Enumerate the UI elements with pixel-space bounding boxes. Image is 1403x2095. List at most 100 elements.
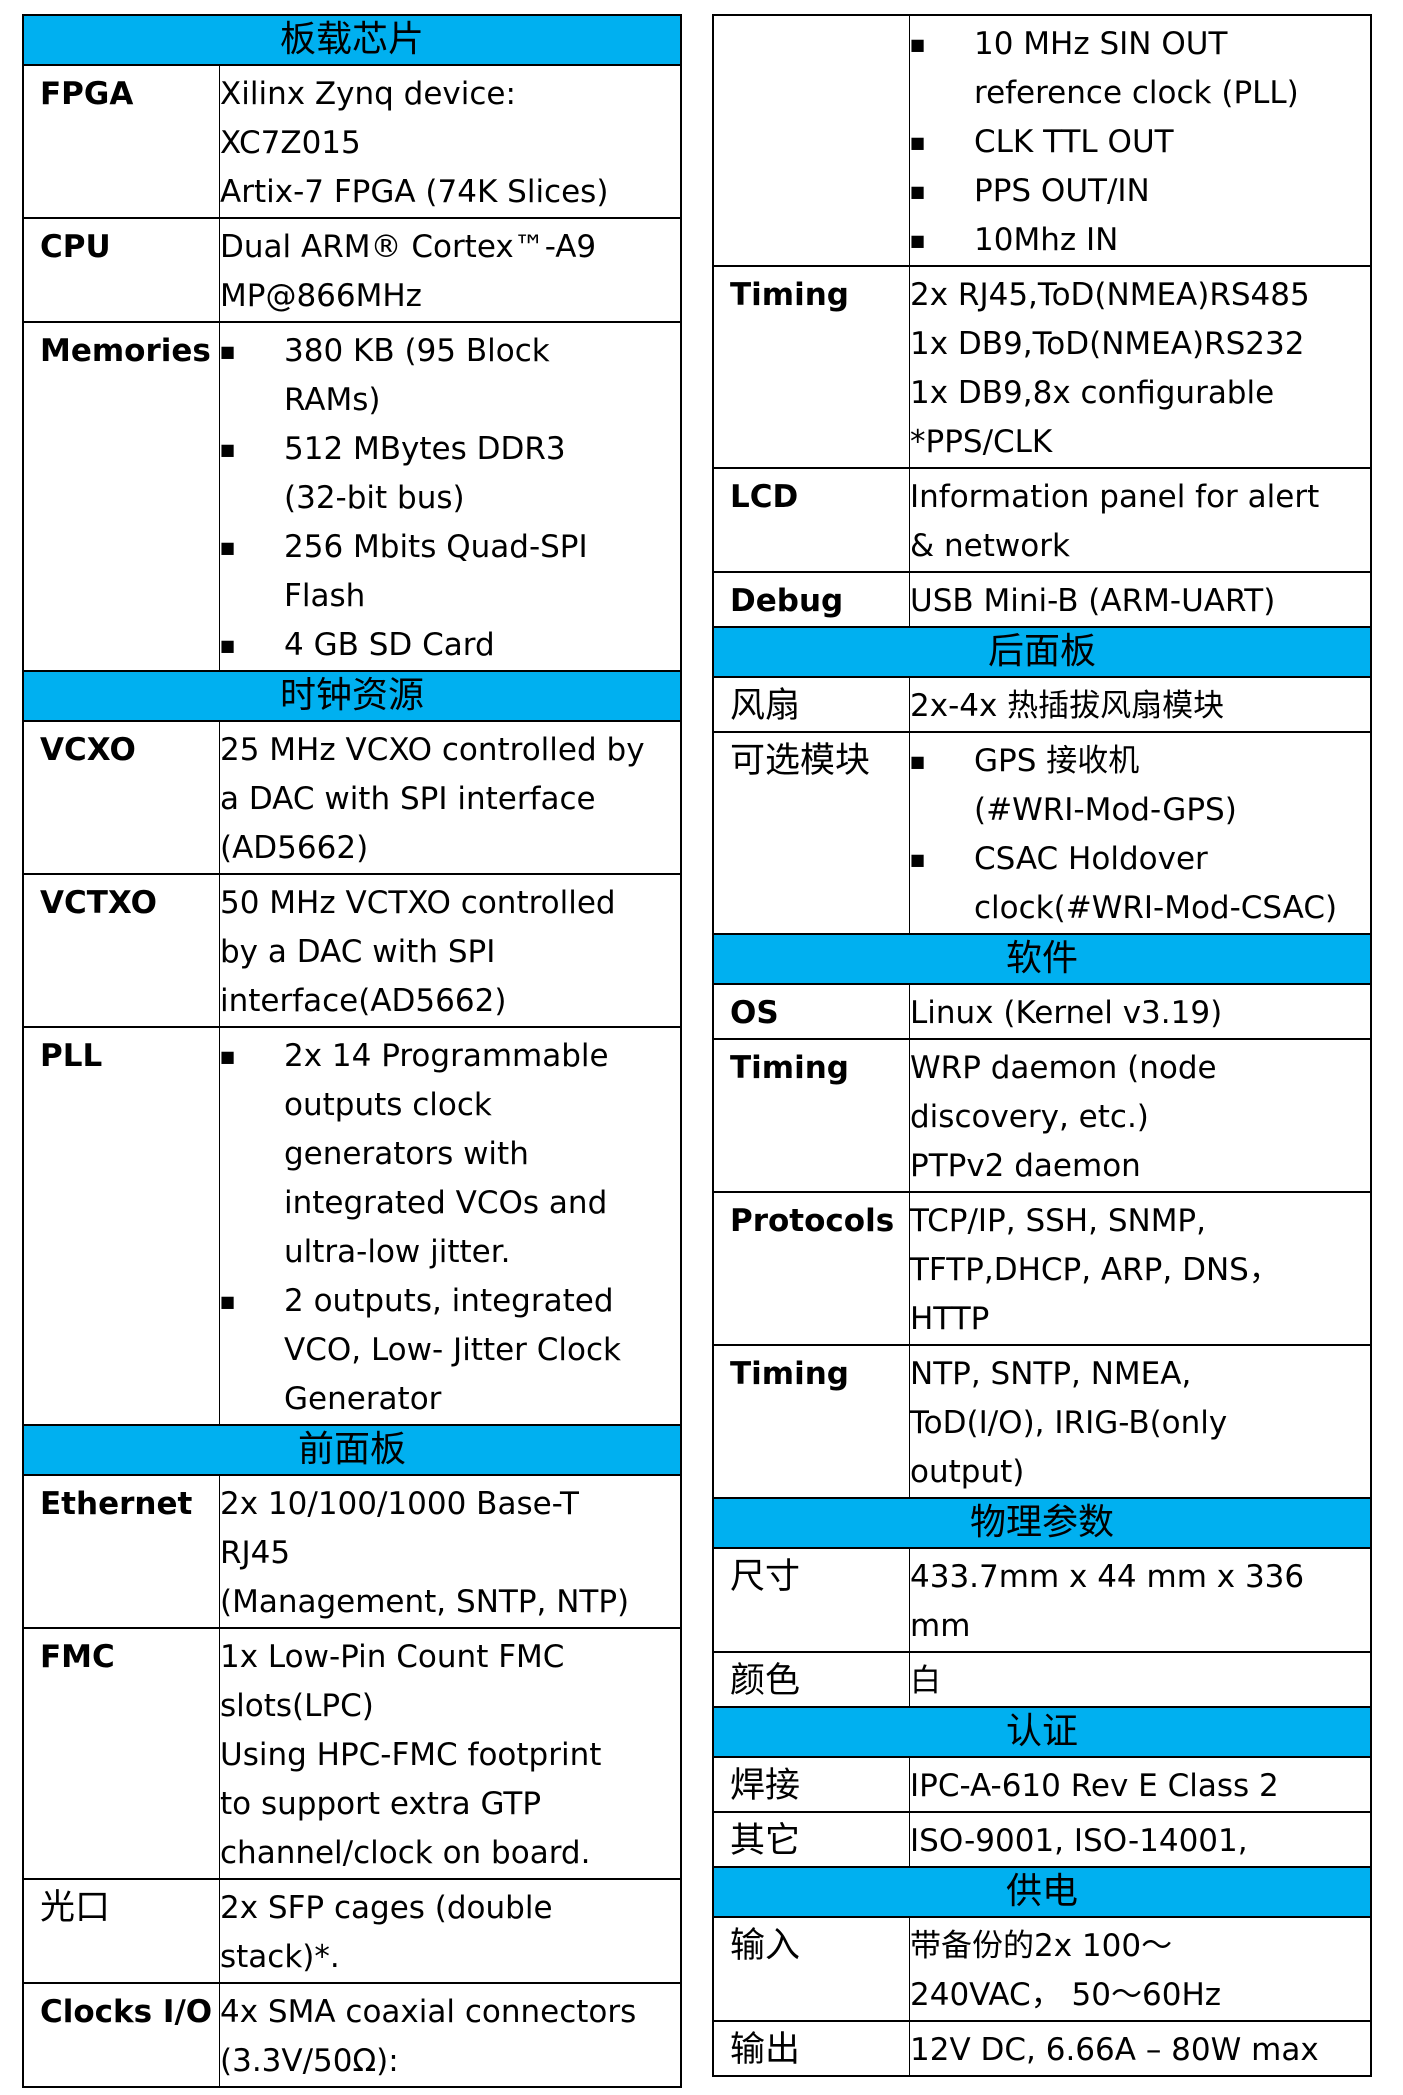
bullet-item: PPS OUT/IN bbox=[910, 167, 1364, 216]
spec-value-line: to support extra GTP bbox=[220, 1786, 542, 1822]
bullet-item: GPS 接收机 (#WRI-Mod-GPS) bbox=[910, 737, 1364, 835]
bullet-item-line: VCO, Low- Jitter Clock bbox=[284, 1332, 622, 1368]
spec-value-line: a DAC with SPI interface bbox=[220, 781, 596, 817]
spec-value-line: PTPv2 daemon bbox=[910, 1148, 1141, 1184]
spec-value-line: ToD(I/O), IRIG-B(only bbox=[910, 1405, 1228, 1441]
spec-value-line: stack)*. bbox=[220, 1939, 340, 1975]
spec-value-line: by a DAC with SPI bbox=[220, 934, 496, 970]
spec-value: 白 bbox=[910, 1653, 1370, 1706]
bullet-item: 10Mhz IN bbox=[910, 216, 1364, 265]
bullet-item-line: PPS OUT/IN bbox=[974, 173, 1150, 209]
spec-row: 可选模块GPS 接收机(#WRI-Mod-GPS)CSAC Holdovercl… bbox=[714, 733, 1370, 935]
bullet-item-line: CSAC Holdover bbox=[974, 841, 1208, 877]
spec-value-line: 1x Low-Pin Count FMC bbox=[220, 1639, 565, 1675]
section-header: 物理参数 bbox=[714, 1499, 1370, 1549]
spec-value: 433.7mm x 44 mm x 336 mm bbox=[910, 1549, 1370, 1651]
bullet-item-line: (#WRI-Mod-GPS) bbox=[974, 792, 1237, 828]
spec-value: Linux (Kernel v3.19) bbox=[910, 985, 1370, 1038]
spec-value-line: (3.3V/50Ω): bbox=[220, 2043, 399, 2079]
bullet-item-line: generators with bbox=[284, 1136, 529, 1172]
bullet-item-line: Generator bbox=[284, 1381, 442, 1417]
spec-value-line: 12V DC, 6.66A – 80W max bbox=[910, 2032, 1319, 2068]
bullet-item-line: 380 KB (95 Block bbox=[284, 333, 550, 369]
spec-value-line: USB Mini-B (ARM-UART) bbox=[910, 583, 1276, 619]
spec-label: Memories bbox=[24, 323, 220, 670]
spec-value: USB Mini-B (ARM-UART) bbox=[910, 573, 1370, 626]
spec-value: 带备份的2x 100～240VAC， 50～60Hz bbox=[910, 1918, 1370, 2020]
spec-value-line: channel/clock on board. bbox=[220, 1835, 591, 1871]
spec-label: LCD bbox=[714, 469, 910, 571]
section-header: 供电 bbox=[714, 1868, 1370, 1918]
bullet-item-line: outputs clock bbox=[284, 1087, 492, 1123]
spec-value-line: WRP daemon (node bbox=[910, 1050, 1217, 1086]
spec-value-line: 50 MHz VCTXO controlled bbox=[220, 885, 616, 921]
spec-value-line: HTTP bbox=[910, 1301, 990, 1337]
spec-value-line: Information panel for alert bbox=[910, 479, 1320, 515]
spec-value-line: RJ45 bbox=[220, 1535, 291, 1571]
spec-value-line: XC7Z015 bbox=[220, 125, 361, 161]
spec-value-line: 433.7mm x 44 mm x 336 bbox=[910, 1559, 1305, 1595]
bullet-item-line: RAMs) bbox=[284, 382, 381, 418]
spec-value-line: ISO-9001, ISO-14001, bbox=[910, 1823, 1248, 1859]
bullet-item-line: 512 MBytes DDR3 bbox=[284, 431, 566, 467]
spec-label: 风扇 bbox=[714, 678, 910, 731]
spec-row: 输入带备份的2x 100～240VAC， 50～60Hz bbox=[714, 1918, 1370, 2022]
bullet-item: 512 MBytes DDR3(32-bit bus) bbox=[220, 425, 674, 523]
spec-value-line: Linux (Kernel v3.19) bbox=[910, 995, 1223, 1031]
spec-label: 输入 bbox=[714, 1918, 910, 2020]
spec-label: VCTXO bbox=[24, 875, 220, 1026]
spec-label: OS bbox=[714, 985, 910, 1038]
bullet-item-line: integrated VCOs and bbox=[284, 1185, 608, 1221]
spec-value-line: Xilinx Zynq device: bbox=[220, 76, 516, 112]
bullet-item-line: 2 outputs, integrated bbox=[284, 1283, 614, 1319]
section-header: 板载芯片 bbox=[24, 16, 680, 66]
bullet-item-line: CLK TTL OUT bbox=[974, 124, 1174, 160]
bullet-item-line: ultra-low jitter. bbox=[284, 1234, 511, 1270]
bullet-item-line: 10Mhz IN bbox=[974, 222, 1119, 258]
spec-value-line: (AD5662) bbox=[220, 830, 369, 866]
spec-label: Ethernet bbox=[24, 1476, 220, 1627]
spec-value: TCP/IP, SSH, SNMP,TFTP,DHCP, ARP, DNS，HT… bbox=[910, 1193, 1370, 1344]
bullet-item-line: GPS 接收机 bbox=[974, 743, 1140, 779]
bullet-item-line: 256 Mbits Quad-SPI bbox=[284, 529, 588, 565]
spec-value-line: mm bbox=[910, 1608, 971, 1644]
spec-label: Clocks I/O bbox=[24, 1984, 220, 2086]
spec-label: 其它 bbox=[714, 1813, 910, 1866]
spec-value: 4x SMA coaxial connectors(3.3V/50Ω): bbox=[220, 1984, 680, 2086]
spec-value: Information panel for alert& network bbox=[910, 469, 1370, 571]
spec-label: FPGA bbox=[24, 66, 220, 217]
spec-label: Timing bbox=[714, 1346, 910, 1497]
spec-label: Timing bbox=[714, 267, 910, 467]
section-header: 时钟资源 bbox=[24, 672, 680, 722]
spec-value-line: 25 MHz VCXO controlled by bbox=[220, 732, 645, 768]
spec-label: Protocols bbox=[714, 1193, 910, 1344]
spec-label: PLL bbox=[24, 1028, 220, 1424]
